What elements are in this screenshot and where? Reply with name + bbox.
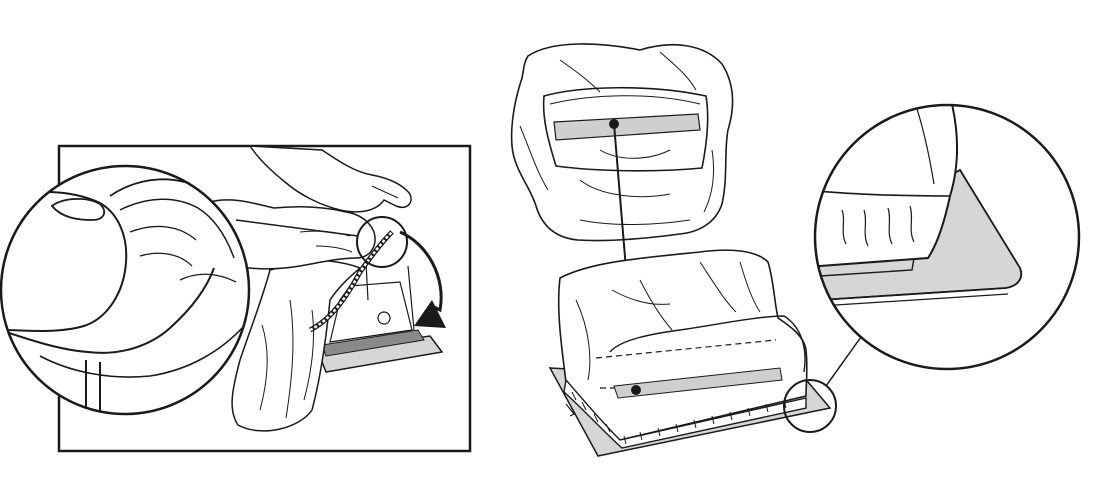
guide-dot-bottom: [631, 385, 641, 395]
small-magnifier-circle: [356, 216, 408, 268]
left-panel: [0, 144, 472, 453]
right-panel: [510, 43, 1081, 457]
left-back-hand: [249, 146, 412, 213]
rotate-arrow-icon: [399, 230, 443, 313]
fitted-cover: [557, 249, 808, 449]
open-cover: [510, 43, 734, 242]
left-knob: [377, 311, 391, 325]
open-cover-strip: [553, 113, 701, 141]
right-magnifier-detail: [813, 103, 1081, 371]
guide-dot-top: [609, 119, 619, 129]
fitted-cover-strip: [613, 367, 783, 399]
left-magnifier-detail: [0, 164, 251, 416]
corner-magnifier-circle: [783, 379, 837, 433]
